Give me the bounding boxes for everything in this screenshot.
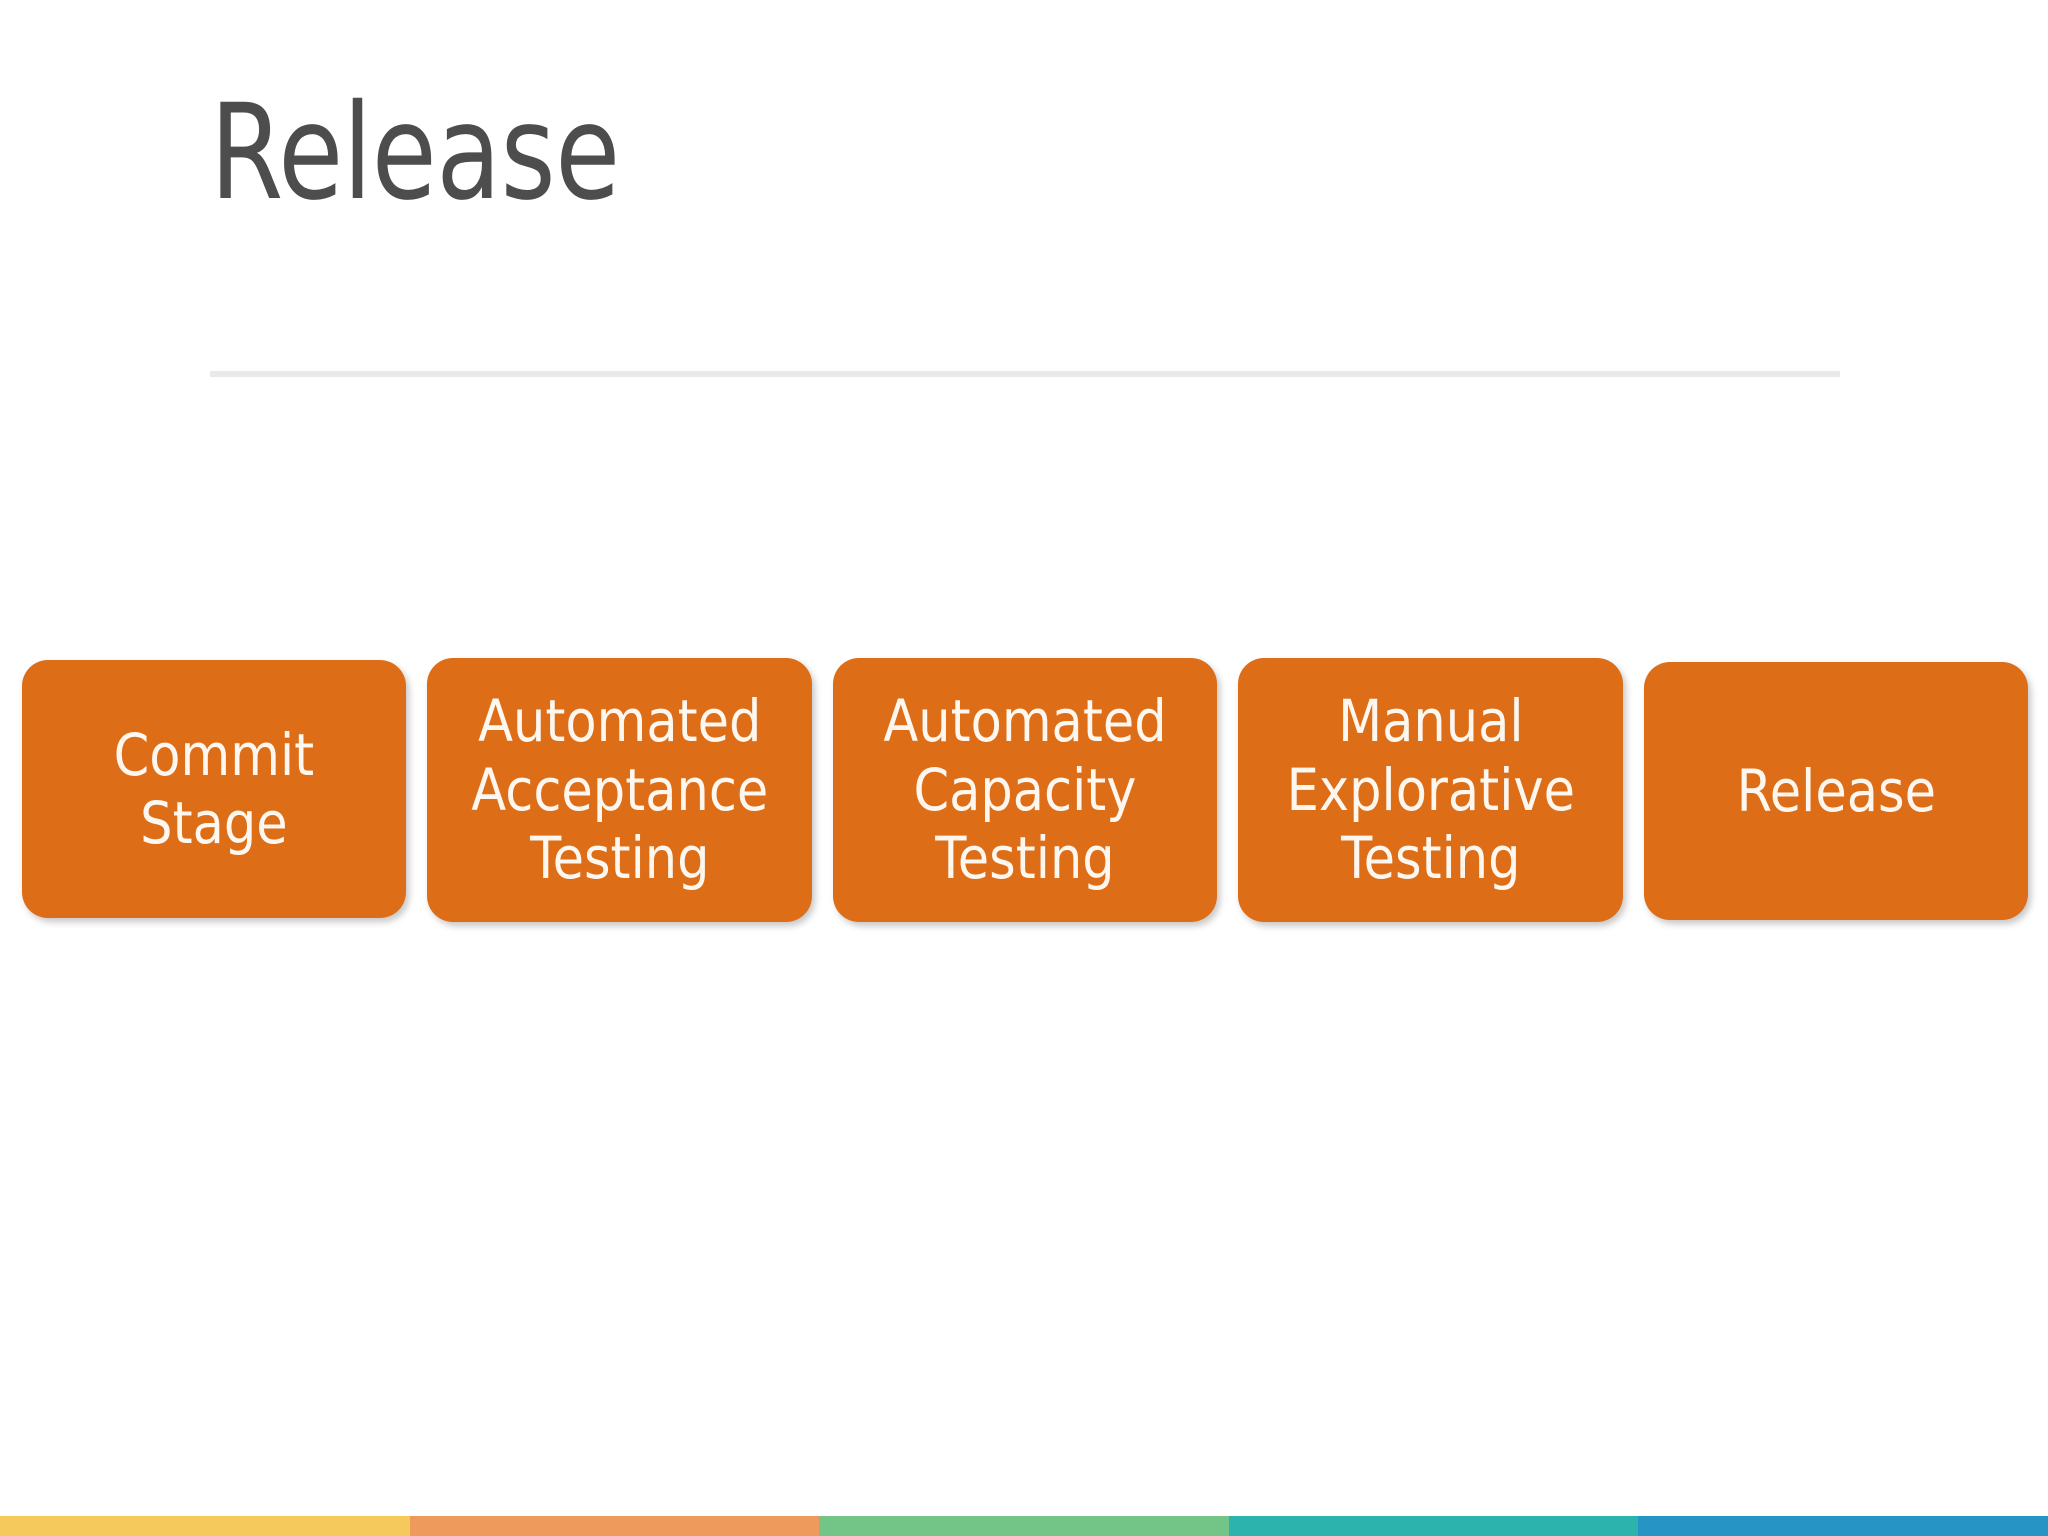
pipeline-stage-label: Automated Capacity Testing (883, 687, 1167, 893)
accent-segment-green (819, 1516, 1229, 1536)
accent-segment-teal (1228, 1516, 1639, 1536)
deployment-pipeline-diagram: Commit Stage Automated Acceptance Testin… (22, 658, 2029, 926)
pipeline-stage-release[interactable]: Release (1643, 662, 2029, 920)
pipeline-stage-automated-acceptance-testing[interactable]: Automated Acceptance Testing (427, 658, 812, 922)
pipeline-stage-automated-capacity-testing[interactable]: Automated Capacity Testing (832, 658, 1218, 922)
pipeline-stage-label: Manual Explorative Testing (1286, 687, 1575, 893)
accent-segment-orange (409, 1516, 820, 1536)
pipeline-stage-commit-stage[interactable]: Commit Stage (22, 660, 407, 918)
page-title: Release (210, 76, 620, 230)
title-divider (210, 371, 1840, 377)
accent-segment-yellow (0, 1516, 410, 1536)
footer-accent-strip (0, 1516, 2048, 1536)
pipeline-stage-label: Release (1736, 756, 1936, 825)
pipeline-stage-label: Commit Stage (113, 720, 315, 857)
pipeline-stage-label: Automated Acceptance Testing (471, 687, 769, 893)
accent-segment-blue (1638, 1516, 2048, 1536)
pipeline-stage-manual-explorative-testing[interactable]: Manual Explorative Testing (1238, 658, 1623, 922)
